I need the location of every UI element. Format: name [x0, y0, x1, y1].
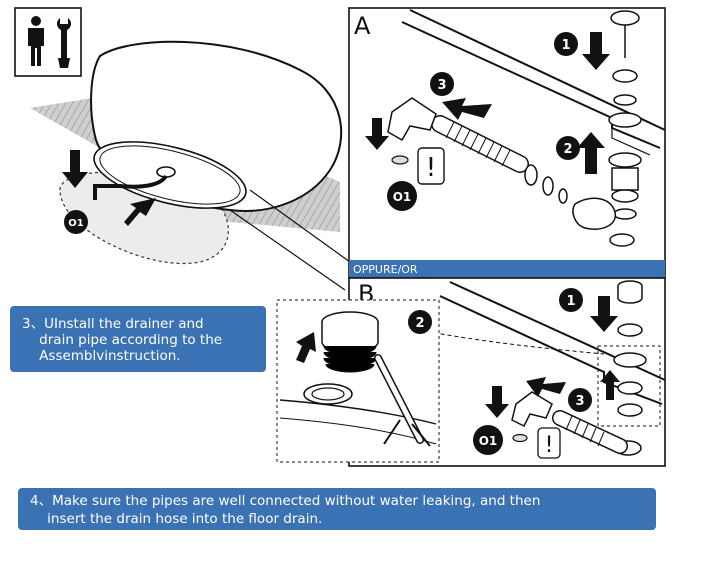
arrow-icon [526, 377, 566, 397]
panel-a: A ! [348, 7, 666, 279]
step-number: 1 [561, 38, 570, 53]
arrow-icon [485, 386, 509, 418]
o1-label: O1 [68, 218, 84, 229]
arrow-icon [590, 296, 618, 332]
arrow-icon [577, 132, 605, 174]
svg-text:!: ! [426, 153, 436, 183]
step-number: 2 [415, 316, 424, 331]
wrench-icon [57, 18, 71, 68]
panel-a-label: A [354, 12, 371, 40]
tools-icon-box [14, 7, 82, 77]
step-number: 2 [563, 142, 572, 157]
detail-box: 2 [276, 299, 440, 463]
warning-icon: ! [537, 427, 561, 459]
step-number: 3 [437, 78, 446, 93]
main-illustration: O1 [30, 40, 351, 291]
arrow-icon [296, 332, 316, 363]
o1-label: O1 [393, 190, 412, 204]
step-3-instruction: 3、UInstall the drainer and drain pipe ac… [10, 306, 266, 372]
arrow-icon [582, 32, 610, 70]
person-icon [28, 16, 44, 66]
step-4-instruction: 4、Make sure the pipes are well connected… [18, 488, 656, 530]
arrow-icon [124, 198, 156, 226]
arrow-icon [62, 150, 88, 188]
or-banner [349, 260, 665, 278]
arrow-icon [442, 98, 492, 120]
or-banner-text: OPPURE/OR [353, 263, 418, 276]
o1-label: O1 [479, 434, 498, 448]
svg-text:!: ! [545, 433, 554, 458]
warning-icon: ! [417, 147, 445, 185]
step-number: 1 [566, 294, 575, 309]
step-number: 3 [575, 394, 584, 409]
arrow-icon [600, 370, 620, 400]
arrow-icon [365, 118, 389, 150]
